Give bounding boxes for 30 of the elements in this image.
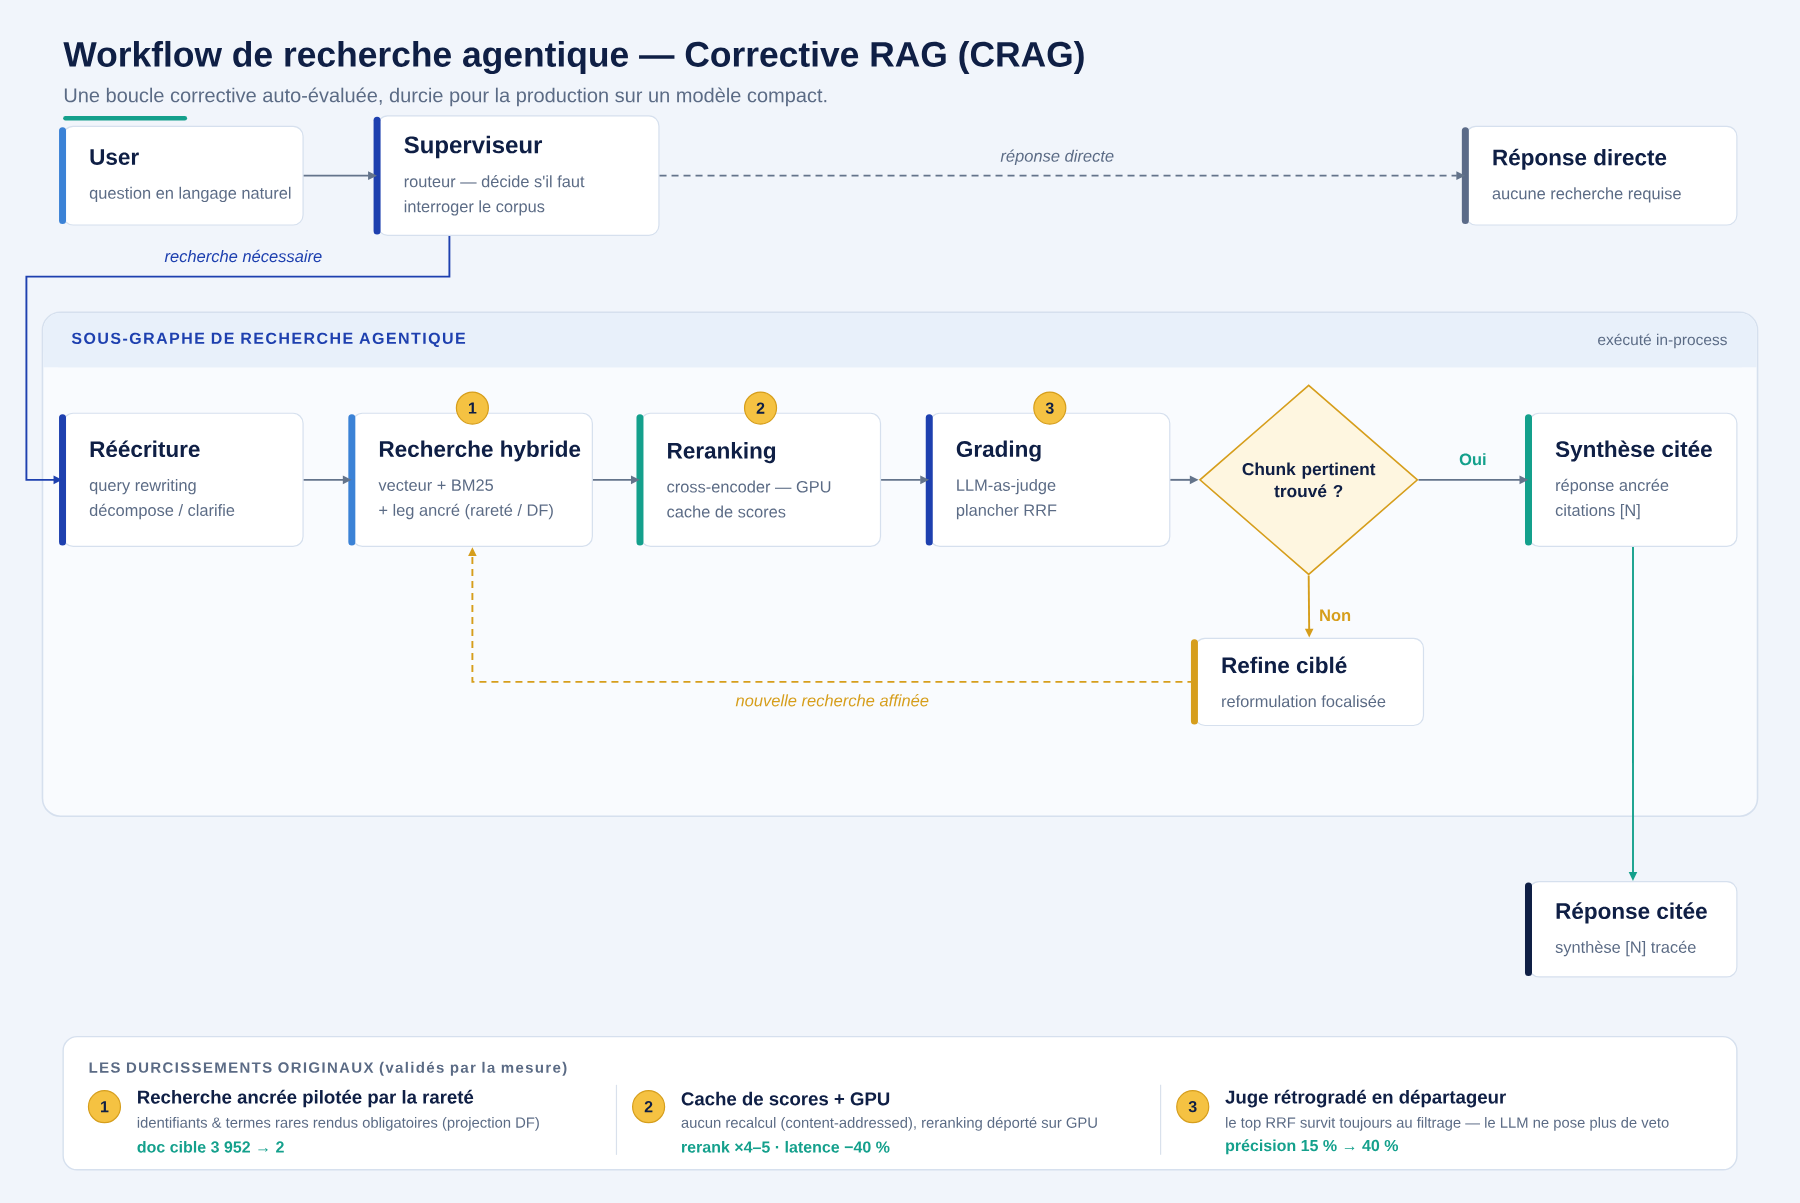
panel-title: LES DURCISSEMENTS ORIGINAUX (validés par la mesure) [89,1061,567,1076]
title: Workflow de recherche agentique — Corrective RAG (CRAG) [63,40,1084,75]
process-box: Réponse citée synthèse [N] tracée [1525,881,1738,978]
number-badge: 3 [1176,1090,1210,1124]
item-heading: Juge rétrogradé en départageur [1225,1089,1506,1108]
panel-note: exécuté in-process [1598,333,1727,349]
number-badge: 1 [455,391,489,425]
item-description: le top RRF survit toujours au filtrage — le LLM ne pose plus de veto [1226,1116,1669,1131]
item-heading: Cache de scores + GPU [681,1091,890,1106]
process-box: Synthèse citée réponse ancrée citations [N] [1525,412,1738,548]
process-box: User question en langage naturel [59,125,304,226]
metric-text: rerank ×4–5 · latence −40 % [682,1140,890,1153]
subtitle: Une boucle corrective auto-évaluée, durcie pour la production sur un modèle compact. [64,87,827,107]
edge-label: réponse directe [998,147,1117,168]
number-badge: 2 [743,391,778,425]
metric-text: précision 15 % → 40 % [1226,1139,1399,1155]
number-badge: 1 [87,1090,122,1124]
edge-label: nouvelle recherche affinée [733,692,932,709]
number-badge: 3 [1033,391,1067,425]
process-box: Superviseur routeur — décide s'il faut interroger le corpus [373,115,660,236]
process-box: Refine ciblé reformulation focalisée [1190,637,1425,727]
process-box: Réécriture query rewriting décompose / clarifie [59,412,304,548]
edge-label: Oui [1457,451,1489,468]
item-heading: Recherche ancrée pilotée par la rareté [138,1089,474,1108]
number-badge: 2 [632,1090,666,1124]
panel-title: SOUS-GRAPHE DE RECHERCHE AGENTIQUE [71,332,466,347]
item-description: aucun recalcul (content-addressed), reranking déporté sur GPU [681,1116,1097,1131]
process-box: Réponse directe aucune recherche requise [1461,125,1738,226]
metric-text: doc cible 3 952 → 2 [137,1140,284,1153]
item-description: identifiants & termes rares rendus obligatoires (projection DF) [137,1116,539,1131]
